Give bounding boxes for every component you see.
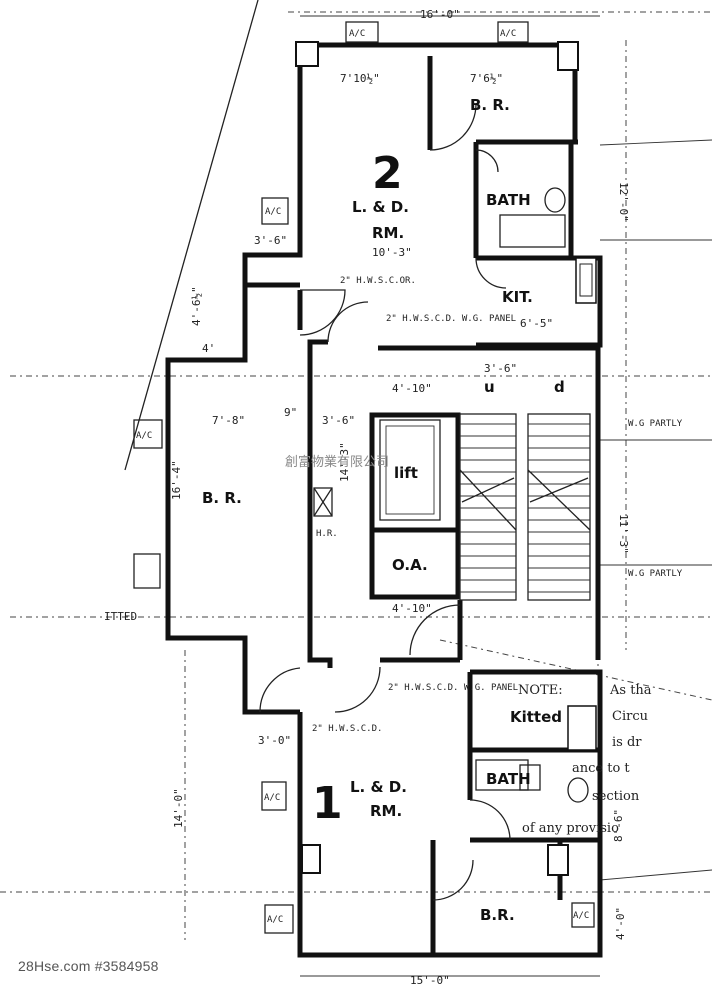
stair-up-label: u: [484, 378, 495, 396]
hr-label: H.R.: [316, 529, 338, 539]
dimension-label: 4'-10": [392, 602, 432, 615]
dimension-label: 3'-0": [258, 734, 291, 747]
flat-2-bath-label: BATH: [486, 191, 531, 209]
dimension-label: 10'-3": [372, 246, 412, 259]
dimension-label: 3'-6": [254, 234, 287, 247]
pipe-label: 2" H.W.S.C.OR.: [340, 276, 416, 286]
dimension-label: 9": [284, 406, 297, 419]
dimension-label: 16'-4": [170, 460, 183, 500]
note-line: Circu: [612, 709, 648, 724]
dimension-label: 7'6½": [470, 72, 503, 85]
flat-2-kitchen-label: KIT.: [502, 288, 533, 306]
note-title: NOTE:: [518, 683, 563, 698]
door-swings: [259, 103, 511, 901]
flat-2-bedroom-label: B. R.: [470, 96, 510, 114]
watermark-text: 創富物業有限公司: [285, 454, 389, 470]
fittings: [475, 187, 589, 803]
dimension-label: 4'-10": [392, 382, 432, 395]
lift-car: [379, 419, 441, 521]
dimension-label: 4'-0": [614, 907, 627, 940]
listing-footer: 28Hse.com #3584958: [18, 958, 159, 974]
dimension-label: 7'-8": [212, 414, 245, 427]
dimension-label: 15'-0": [410, 974, 450, 987]
note-line: section: [592, 789, 640, 804]
note-line: ance to t: [572, 761, 630, 776]
note-line: of any provisio: [522, 821, 619, 836]
middle-bedroom-label: B. R.: [202, 489, 242, 507]
ac-label: A/C: [136, 431, 152, 441]
ac-label: A/C: [264, 793, 280, 803]
itted-label: ITTED: [104, 610, 137, 623]
dimension-label: 14'-3": [338, 442, 351, 482]
staircase: [459, 413, 591, 601]
wg-partly-label: W.G PARTLY: [628, 419, 683, 429]
lift-label: lift: [394, 464, 418, 482]
columns: [295, 41, 597, 876]
flat-1-bedroom-label: B.R.: [480, 906, 515, 924]
wg-partly-label: W.G PARTLY: [628, 569, 683, 579]
dimension-label: 11'-3": [617, 514, 630, 554]
dimension-label: 8'-6": [612, 809, 625, 842]
ac-label: A/C: [500, 29, 516, 39]
walls: [165, 42, 603, 958]
dimension-label: 14'-0": [172, 788, 185, 828]
flat-1-living-rm: RM.: [370, 802, 402, 820]
annotation-labels: A/C A/C A/C A/C A/C A/C A/C u d W.G PART…: [104, 29, 683, 925]
note-line: is dr: [612, 735, 642, 750]
flat-1-kitchen-label: Kitted: [510, 708, 562, 726]
pipe-label: 2" H.W.S.C.D. W.G. PANEL: [386, 314, 516, 324]
room-labels: 2 L. & D. RM. B. R. BATH KIT. B. R. lift…: [202, 96, 562, 924]
dimension-label: 12'-0": [617, 182, 630, 222]
ac-units: [133, 21, 595, 934]
pipe-label: 2" H.W.S.C.D.: [312, 724, 382, 734]
dimension-label: 4'-6½": [190, 286, 203, 326]
flat-2-number: 2: [372, 148, 403, 199]
ac-label: A/C: [267, 915, 283, 925]
dimension-label: 4': [202, 342, 215, 355]
pipe-label: 2" H.W.S.C.D. W.G. PANEL: [388, 683, 518, 693]
dimension-label: 16'-0": [420, 8, 460, 21]
flat-2-living-label: L. & D.: [352, 198, 409, 216]
flat-1-living-label: L. & D.: [350, 778, 407, 796]
dimension-labels: 16'-0" 15'-0" 7'10½" 7'6½" 12'-0" 10'-3"…: [170, 8, 630, 987]
dimension-label: 3'-6": [484, 362, 517, 375]
note-line: As tha: [609, 683, 652, 698]
flat-2-living-rm: RM.: [372, 224, 404, 242]
dimension-label: 6'-5": [520, 317, 553, 330]
ac-label: A/C: [349, 29, 365, 39]
oa-label: O.A.: [392, 556, 428, 574]
ac-label: A/C: [265, 207, 281, 217]
flat-1-number: 1: [312, 778, 343, 829]
dimension-label: 7'10½": [340, 72, 380, 85]
dimension-label: 3'-6": [322, 414, 355, 427]
flat-1-bath-label: BATH: [486, 770, 531, 788]
stair-down-label: d: [554, 378, 565, 396]
ac-label: A/C: [573, 911, 589, 921]
